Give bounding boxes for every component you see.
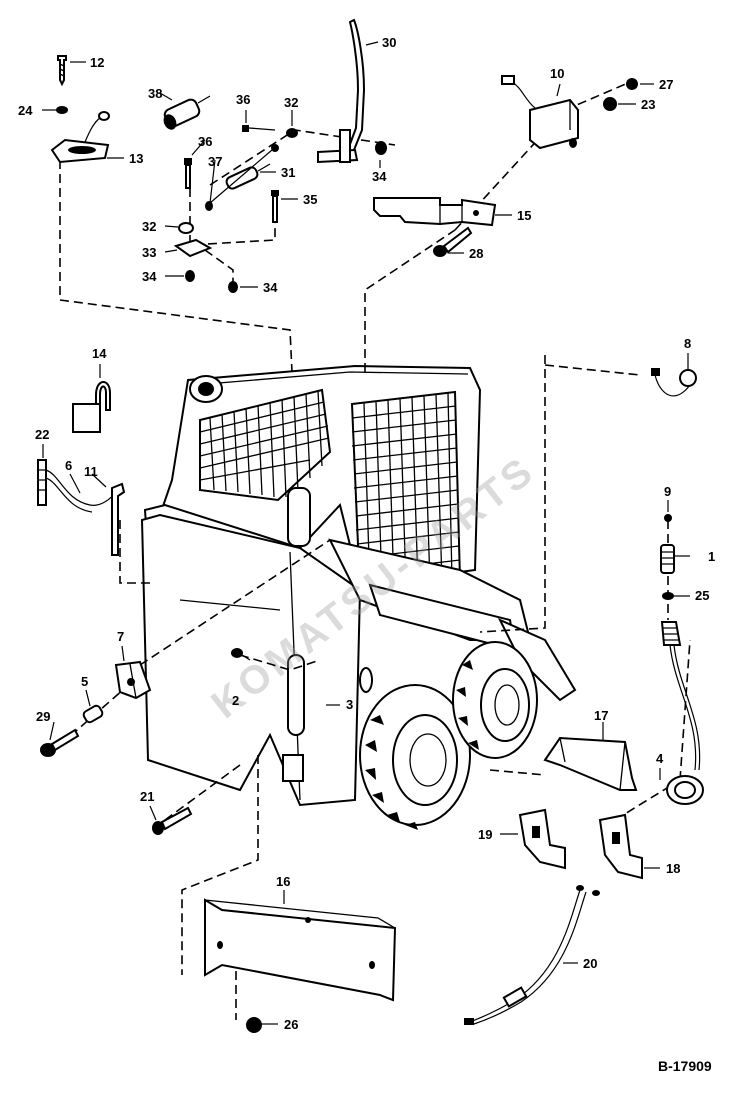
front-wheel — [359, 684, 471, 830]
nut-26-icon — [246, 1017, 262, 1033]
callout-32b: 32 — [142, 219, 156, 234]
tube-11-icon — [111, 482, 126, 556]
bolt-28-icon — [433, 226, 473, 257]
drawing-code: B-17909 — [658, 1058, 712, 1074]
nut-23-icon — [603, 97, 617, 111]
bolt-35-icon — [271, 190, 279, 223]
callout-7: 7 — [117, 629, 124, 644]
bolt-29-icon — [40, 728, 80, 757]
callout-27: 27 — [659, 77, 673, 92]
harness-6-icon — [45, 469, 119, 513]
cable-20-icon — [464, 885, 600, 1025]
leader-lines — [42, 41, 690, 1025]
callout-18: 18 — [666, 861, 680, 876]
callout-1: 1 — [708, 549, 715, 564]
nut-32a-icon — [286, 128, 298, 138]
light-13-icon — [50, 111, 110, 164]
callout-34a: 34 — [142, 269, 157, 284]
callout-4: 4 — [656, 751, 664, 766]
callout-8: 8 — [684, 336, 691, 351]
bolt-21-icon — [152, 806, 193, 835]
screw-2-icon — [231, 648, 251, 661]
nut-34a-icon — [185, 270, 195, 282]
callout-29: 29 — [36, 709, 50, 724]
exploded-parts — [37, 18, 704, 1033]
callout-2: 2 — [232, 693, 239, 708]
callout-6: 6 — [65, 458, 72, 473]
callout-9: 9 — [664, 484, 671, 499]
callout-28: 28 — [469, 246, 483, 261]
callout-34b: 34 — [263, 280, 278, 295]
callout-12: 12 — [90, 55, 104, 70]
switch-38-icon — [163, 95, 211, 130]
fitting-1-icon — [660, 544, 675, 574]
washer-24-icon — [56, 106, 68, 114]
callout-10: 10 — [550, 66, 564, 81]
callout-3: 3 — [346, 697, 353, 712]
nut-25-icon — [662, 592, 674, 600]
callout-34c: 34 — [372, 169, 387, 184]
flasher-10-icon — [501, 75, 579, 150]
callout-5: 5 — [81, 674, 88, 689]
callout-33: 33 — [142, 245, 156, 260]
bolt-36a-icon — [242, 125, 276, 132]
panel-17-icon — [543, 736, 638, 791]
bracket-33-icon — [173, 238, 213, 258]
callout-21: 21 — [140, 789, 154, 804]
nut-32b-icon — [178, 222, 194, 234]
callout-22: 22 — [35, 427, 49, 442]
bolt-36b-icon — [184, 158, 192, 189]
callout-19: 19 — [478, 827, 492, 842]
spacer-5-icon — [82, 704, 104, 724]
rear-wheel — [452, 641, 538, 759]
bracket-18-icon — [598, 813, 643, 880]
harness-8-icon — [651, 368, 697, 397]
callout-16: 16 — [276, 874, 290, 889]
screw-12-icon — [57, 55, 67, 87]
pin-14-icon — [72, 381, 111, 433]
lever-30-icon — [317, 18, 366, 164]
nut-9-icon — [664, 514, 672, 522]
washer-37-icon — [205, 144, 279, 211]
callout-31: 31 — [281, 165, 295, 180]
bracket-15-icon — [373, 197, 497, 227]
block-7-icon — [114, 660, 152, 700]
callout-36b: 36 — [198, 134, 212, 149]
callout-17: 17 — [594, 708, 608, 723]
callout-35: 35 — [303, 192, 317, 207]
callout-15: 15 — [517, 208, 531, 223]
cable-4-icon — [660, 621, 704, 805]
callout-26: 26 — [284, 1017, 298, 1032]
nut-34c-icon — [375, 141, 387, 155]
callout-36a: 36 — [236, 92, 250, 107]
callout-30: 30 — [382, 35, 396, 50]
nut-27-icon — [626, 78, 638, 90]
callout-38: 38 — [148, 86, 162, 101]
callout-32a: 32 — [284, 95, 298, 110]
wiring-22-icon — [37, 459, 47, 506]
bracket-19-icon — [518, 808, 566, 870]
callout-23: 23 — [641, 97, 655, 112]
nut-34b-icon — [228, 281, 238, 293]
callout-37: 37 — [208, 154, 222, 169]
callout-14: 14 — [92, 346, 107, 361]
callout-labels: 12 24 13 38 36 32 36 30 37 31 35 32 33 3… — [18, 35, 715, 1032]
callout-11: 11 — [84, 464, 98, 479]
cover-16-icon — [204, 898, 397, 1002]
pin-31-icon — [225, 163, 271, 190]
callout-24: 24 — [18, 103, 33, 118]
callout-20: 20 — [583, 956, 597, 971]
callout-25: 25 — [695, 588, 709, 603]
callout-13: 13 — [129, 151, 143, 166]
